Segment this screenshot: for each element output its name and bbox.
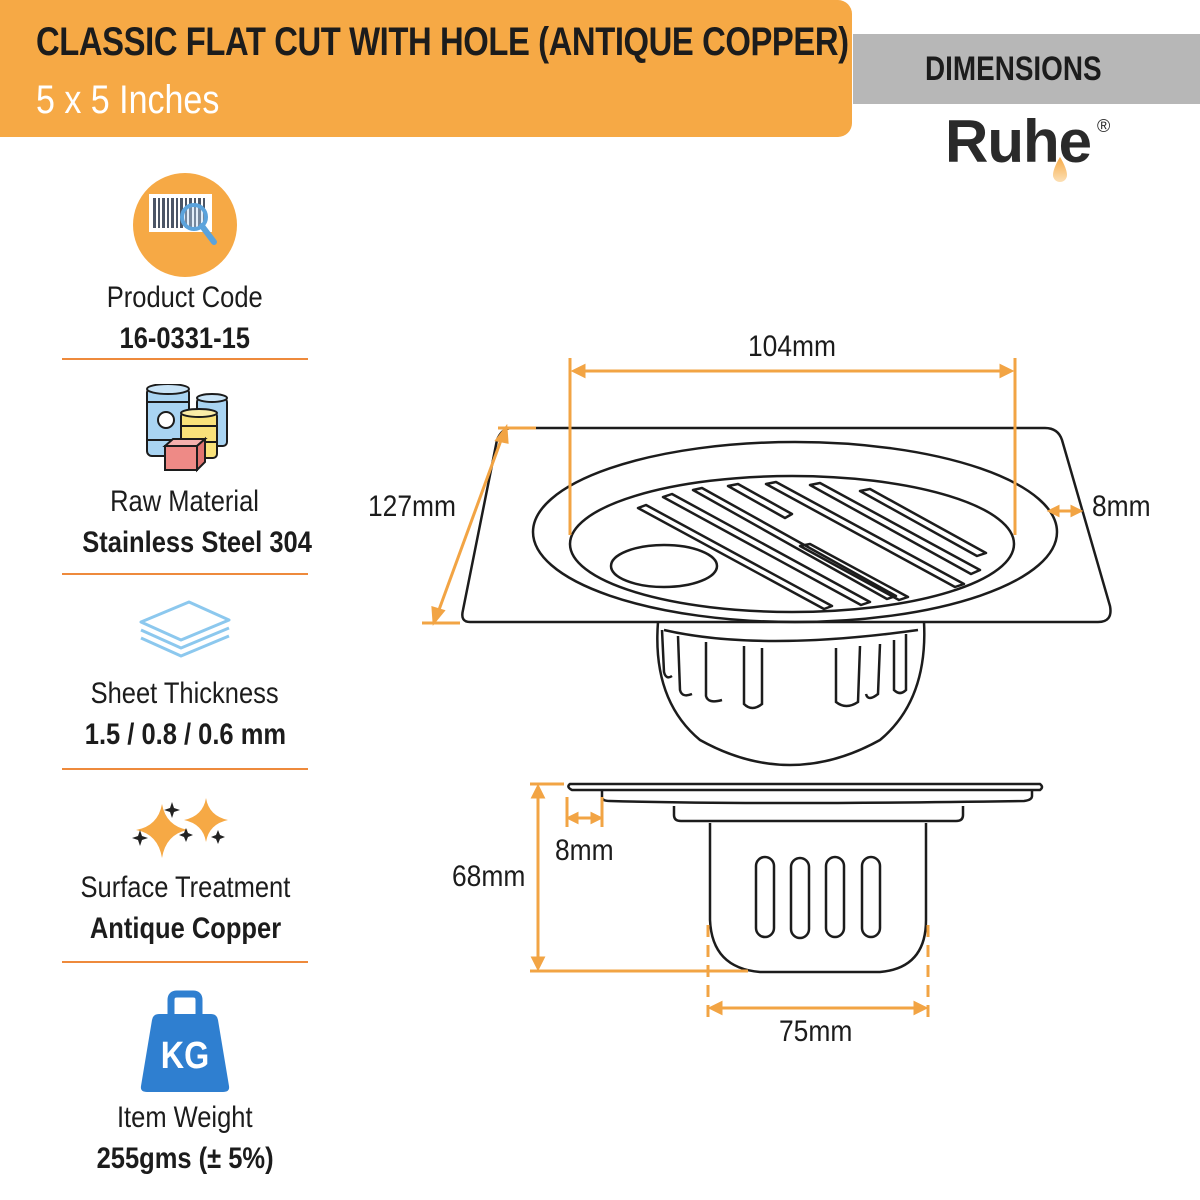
registered-mark: ® (1097, 116, 1111, 136)
spec-value: 1.5 / 0.8 / 0.6 mm (84, 718, 286, 751)
dimensions-banner: DIMENSIONS (853, 34, 1200, 104)
spec-value: Stainless Steel 304 (82, 526, 312, 559)
water-drop-icon (1053, 157, 1067, 182)
total-height-label: 68mm (452, 860, 526, 893)
spec-value: 16-0331-15 (119, 322, 251, 355)
stacked-sheets-icon (139, 600, 231, 658)
dimensions-label: DIMENSIONS (925, 50, 1102, 88)
spec-value: 255gms (± 5%) (96, 1142, 274, 1175)
svg-text:KG: KG (161, 1035, 209, 1077)
spec-name: Sheet Thickness (90, 677, 280, 710)
spec-name: Raw Material (110, 485, 260, 518)
product-size: 5 x 5 Inches (36, 78, 220, 122)
plate-top-view (461, 426, 1112, 624)
divider (62, 961, 308, 963)
divider (62, 768, 308, 770)
brand-name: Ruhe (945, 108, 1092, 175)
sparkle-icon (132, 798, 228, 858)
product-header: CLASSIC FLAT CUT WITH HOLE (ANTIQUE COPP… (0, 0, 852, 137)
spec-raw-material: Raw Material Stainless Steel 304 (62, 384, 312, 575)
product-title: CLASSIC FLAT CUT WITH HOLE (ANTIQUE COPP… (36, 20, 849, 64)
top-view-dimension-lines (422, 358, 1084, 626)
strainer-side-view (567, 782, 1044, 974)
divider (62, 573, 308, 575)
raw-material-drums-icon (146, 384, 228, 473)
rim-width-label: 8mm (1092, 490, 1151, 523)
body-width-label: 75mm (779, 1015, 853, 1048)
spec-name: Product Code (107, 281, 263, 314)
kg-weight-icon: KG (140, 990, 230, 1092)
divider (62, 358, 308, 360)
spec-value: Antique Copper (89, 912, 281, 945)
plate-length-label: 127mm (368, 490, 457, 523)
flange-offset-label: 8mm (555, 834, 614, 867)
spec-sheet-thickness: Sheet Thickness 1.5 / 0.8 / 0.6 mm (62, 598, 308, 770)
spec-surface-treatment: Surface Treatment Antique Copper (62, 796, 308, 963)
side-view-dimension-lines (530, 782, 930, 1020)
brand-logo: Ruhe ® (945, 112, 1125, 182)
spec-name: Surface Treatment (80, 871, 291, 904)
strainer-body-top-view (656, 621, 926, 767)
spec-name: Item Weight (117, 1101, 253, 1134)
spec-product-code: Product Code 16-0331-15 (62, 172, 308, 362)
spec-item-weight: KG Item Weight 255gms (± 5%) (62, 988, 308, 1182)
grate-diameter-label: 104mm (748, 330, 837, 363)
grate-top-view (531, 440, 1059, 624)
barcode-magnifier-icon (133, 173, 237, 277)
